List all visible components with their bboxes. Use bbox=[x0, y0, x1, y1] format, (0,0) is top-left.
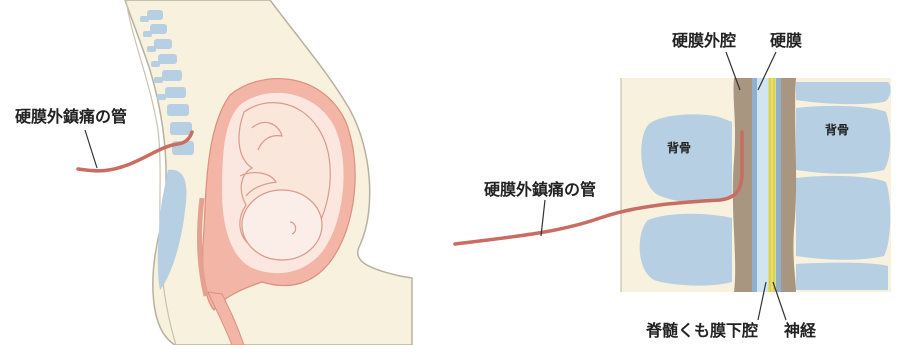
vertebra-left-lower bbox=[639, 213, 732, 286]
vertebra-right-middle bbox=[796, 105, 891, 174]
vertebra-arch bbox=[140, 16, 149, 22]
nerve bbox=[768, 78, 776, 292]
epidural-leader-line bbox=[725, 51, 741, 91]
nerve-label: 神経 bbox=[784, 321, 817, 340]
catheter-leader-line bbox=[540, 199, 546, 237]
vertebra-arch bbox=[151, 61, 160, 67]
vertebra-right-top bbox=[796, 82, 891, 105]
vertebra bbox=[158, 54, 177, 64]
catheter-line bbox=[76, 130, 194, 173]
pregnant-body-illustration: 硬膜外鎮痛の管 bbox=[15, 0, 413, 345]
placenta-line bbox=[197, 197, 209, 297]
catheter-line bbox=[453, 130, 744, 246]
vertebra-arch bbox=[147, 46, 156, 52]
nerve-leader-line bbox=[772, 281, 787, 321]
spine bbox=[140, 10, 194, 290]
sacrum bbox=[157, 169, 187, 290]
vertebra-arch bbox=[143, 31, 152, 37]
epidural-space bbox=[732, 78, 752, 292]
vertebra-left-upper bbox=[641, 114, 732, 203]
birth-canal bbox=[207, 291, 245, 345]
fetus-head bbox=[241, 189, 323, 261]
vertebra-right-label: 背骨 bbox=[825, 122, 849, 137]
fetus-limbs bbox=[239, 121, 283, 197]
catheter-leader-line bbox=[84, 129, 98, 169]
subarachnoid-space bbox=[757, 78, 768, 292]
right-catheter-label: 硬膜外鎮痛の管 bbox=[484, 180, 596, 199]
dura-mater-right bbox=[776, 78, 781, 292]
dura-leader-line bbox=[757, 51, 777, 91]
vertebra-right-lower bbox=[796, 175, 891, 260]
epidural-space-label: 硬膜外腔 bbox=[672, 31, 736, 50]
vertebra bbox=[162, 70, 182, 81]
vertebra bbox=[150, 24, 167, 34]
subarachnoid-leader-line bbox=[757, 281, 767, 321]
vertebra bbox=[167, 104, 189, 116]
vertebra-right-bottom bbox=[796, 262, 888, 290]
right-ligament bbox=[781, 78, 797, 292]
spinal-section-illustration: 硬膜外鎮痛の管 硬膜外腔 硬膜 背骨 背骨 脊髄くも膜下腔 神経 bbox=[453, 31, 891, 340]
vertebra-arch bbox=[154, 77, 163, 83]
dura-mater bbox=[752, 78, 757, 292]
vertebra-left-label: 背骨 bbox=[667, 140, 691, 155]
left-catheter-label: 硬膜外鎮痛の管 bbox=[15, 107, 127, 126]
vertebra-arch bbox=[157, 94, 166, 100]
dura-label: 硬膜 bbox=[770, 31, 802, 50]
vertebra bbox=[147, 10, 163, 20]
subarachnoid-space-label: 脊髄くも膜下腔 bbox=[645, 321, 758, 340]
vertebra bbox=[165, 87, 186, 98]
vertebra bbox=[154, 39, 172, 49]
fetus-ear bbox=[289, 221, 297, 235]
vertebra bbox=[170, 122, 192, 135]
